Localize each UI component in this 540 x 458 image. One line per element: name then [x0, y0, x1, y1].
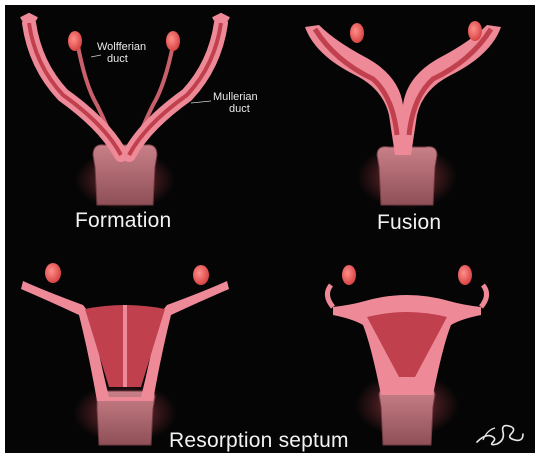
caption-fusion: Fusion — [377, 211, 441, 235]
caption-resorption-septum: Resorption septum — [169, 429, 349, 453]
wolffian-duct-label-line1: Wolfferian — [97, 41, 146, 53]
signature-logo-icon — [473, 416, 527, 448]
diagram-frame: Wolfferian duct Mullerian duct Formation… — [5, 5, 535, 453]
ovary-right — [458, 265, 472, 285]
mullerian-duct-left — [305, 25, 405, 155]
fallopian-tube-right — [481, 285, 487, 307]
ovary-right — [468, 21, 482, 41]
ovary-left — [45, 263, 61, 283]
wolffian-duct-label-line2: duct — [97, 53, 146, 65]
caption-formation: Formation — [75, 209, 171, 233]
mullerian-duct-label-line1: Mullerian — [213, 91, 258, 103]
ovary-left — [350, 23, 364, 43]
ovary-right — [166, 31, 180, 51]
stage-fusion — [305, 21, 501, 209]
cervix — [379, 389, 435, 445]
ovary-right — [193, 265, 209, 285]
stage-final — [327, 265, 486, 445]
ovary-left — [342, 265, 356, 285]
mullerian-duct-right — [401, 25, 501, 155]
wolffian-duct-label: Wolfferian duct — [97, 41, 146, 65]
mullerian-leader-line — [191, 101, 211, 103]
mullerian-duct-label-line2: duct — [213, 103, 258, 115]
cervix — [377, 147, 437, 205]
mullerian-duct-label: Mullerian duct — [213, 91, 258, 115]
fallopian-tube-left — [327, 285, 333, 307]
ovary-left — [68, 31, 82, 51]
stage-resorption — [21, 263, 229, 445]
